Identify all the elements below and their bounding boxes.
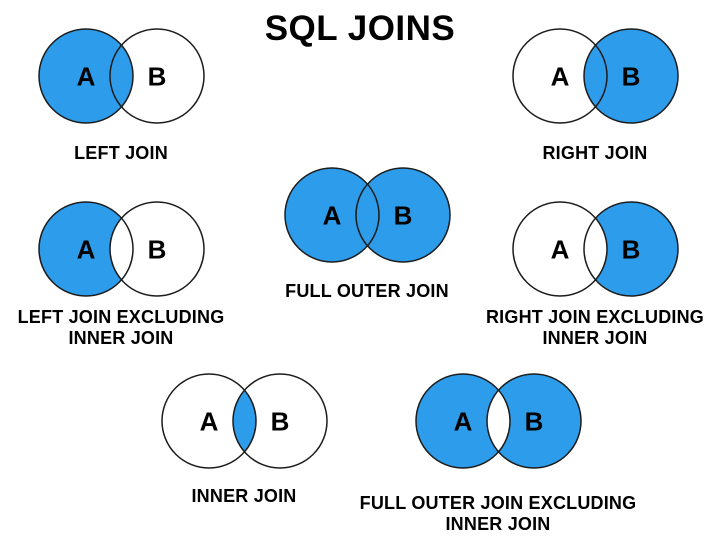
venn-label-line: INNER JOIN <box>445 514 551 534</box>
circle-a-outline <box>37 201 134 297</box>
circle-b-outline <box>582 201 679 297</box>
circle-a-outline <box>511 28 608 124</box>
circle-a-outline <box>160 373 257 469</box>
set-label-a: A <box>322 201 341 231</box>
circle-a-outline <box>283 167 380 263</box>
venn-label-line: FULL OUTER JOIN <box>285 281 449 301</box>
circle-b-outline <box>485 373 582 469</box>
set-label-b: B <box>393 201 412 231</box>
venn-label-line: LEFT JOIN EXCLUDING <box>17 307 225 327</box>
circle-b-outline <box>354 167 451 263</box>
circle-a-fill <box>512 202 607 296</box>
set-label-a: A <box>199 407 218 437</box>
venn-label-line: LEFT JOIN <box>74 143 168 163</box>
page-title: SQL JOINS <box>264 9 456 48</box>
circle-a-fill <box>415 374 510 468</box>
circle-a-fill <box>38 29 133 123</box>
set-label-a: A <box>76 62 95 92</box>
venn-label-line: FULL OUTER JOIN EXCLUDING <box>359 493 637 513</box>
venn-label-line: INNER JOIN <box>68 328 174 348</box>
circle-b-outline <box>108 201 205 297</box>
circle-b-fill <box>583 29 678 123</box>
venn-label-line: INNER JOIN <box>542 328 648 348</box>
venn-label-line: RIGHT JOIN EXCLUDING <box>485 307 704 327</box>
circle-a-fill <box>512 29 607 123</box>
venn-left-join-excluding-inner-join-label: LEFT JOIN EXCLUDING INNER JOIN <box>18 307 225 349</box>
set-label-a: A <box>76 235 95 265</box>
set-label-a: A <box>550 62 569 92</box>
set-label-a: A <box>550 235 569 265</box>
set-label-a: A <box>453 407 472 437</box>
circle-a-fill <box>161 374 256 468</box>
circle-a-fill <box>38 202 133 296</box>
circle-b-fill <box>486 374 581 468</box>
venn-label-line: RIGHT JOIN <box>542 143 648 163</box>
circle-b-fill <box>232 374 327 468</box>
circle-a-fill <box>284 168 379 262</box>
circle-b-fill <box>109 29 204 123</box>
circle-b-fill <box>109 202 204 296</box>
venn-full-outer-join-label: FULL OUTER JOIN <box>285 281 449 302</box>
set-label-b: B <box>621 62 640 92</box>
venn-inner-join-label: INNER JOIN <box>191 486 296 507</box>
venn-left-join-label: LEFT JOIN <box>74 143 168 164</box>
venn-label-line: INNER JOIN <box>191 486 297 506</box>
set-label-b: B <box>524 407 543 437</box>
circle-a-outline <box>37 28 134 124</box>
venn-right-join-excluding-inner-join-label: RIGHT JOIN EXCLUDING INNER JOIN <box>486 307 704 349</box>
venn-right-join-label: RIGHT JOIN <box>542 143 647 164</box>
circle-b-outline <box>231 373 328 469</box>
set-label-b: B <box>147 235 166 265</box>
circle-b-outline <box>582 28 679 124</box>
circle-a-outline <box>414 373 511 469</box>
venn-full-outer-join-excluding-inner-join-label: FULL OUTER JOIN EXCLUDING INNER JOIN <box>360 493 637 535</box>
circle-b-fill <box>355 168 450 262</box>
circle-b-outline <box>108 28 205 124</box>
circle-b-fill <box>583 202 678 296</box>
set-label-b: B <box>147 62 166 92</box>
set-label-b: B <box>621 235 640 265</box>
set-label-b: B <box>270 407 289 437</box>
circle-a-outline <box>511 201 608 297</box>
